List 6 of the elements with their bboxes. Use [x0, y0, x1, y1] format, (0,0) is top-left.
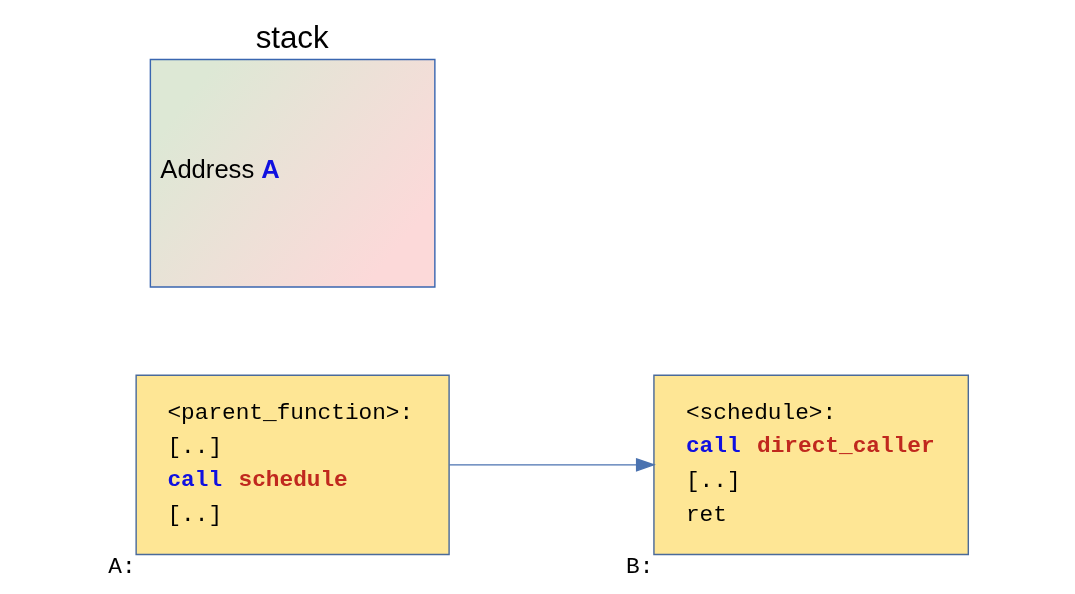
node-label: B:	[625, 553, 653, 580]
node-label: A:	[107, 553, 136, 580]
arrow	[448, 457, 656, 472]
node-box: <schedule>: call direct_caller [..] ret	[652, 374, 969, 556]
node-label: stack	[255, 19, 329, 55]
node-box: <parent_function>: [..] call schedule [..]	[134, 374, 450, 556]
